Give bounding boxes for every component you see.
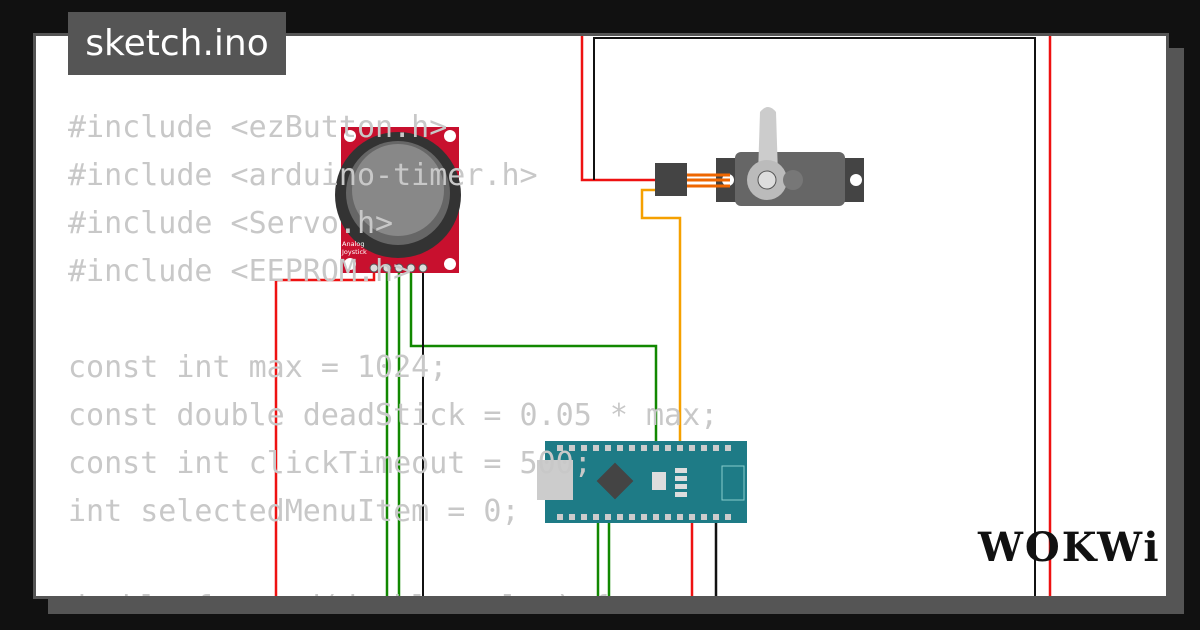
- header-pin: [629, 445, 635, 451]
- joystick-label: Analog Joystick: [342, 240, 367, 256]
- header-pin: [557, 445, 563, 451]
- header-pin: [617, 445, 623, 451]
- header-pin: [677, 514, 683, 520]
- servo-motor: [655, 107, 864, 206]
- header-pin: [581, 514, 587, 520]
- header-pin: [677, 445, 683, 451]
- header-pin: [713, 514, 719, 520]
- wire-red-joystick: [274, 270, 376, 596]
- header-pin: [605, 514, 611, 520]
- header-pin: [701, 445, 707, 451]
- header-pin: [593, 514, 599, 520]
- header-pin: [641, 445, 647, 451]
- header-pin: [617, 514, 623, 520]
- header-pin: [569, 445, 575, 451]
- header-pin: [653, 445, 659, 451]
- sketch-title: sketch.ino: [68, 12, 286, 75]
- wire-red-top: [580, 36, 658, 182]
- header-pin: [605, 445, 611, 451]
- header-pin: [725, 445, 731, 451]
- arduino-nano: [537, 441, 747, 523]
- header-pin: [689, 445, 695, 451]
- header-pin: [629, 514, 635, 520]
- wokwi-logo: WOKWi: [978, 524, 1161, 571]
- header-pin: [641, 514, 647, 520]
- header-pin: [689, 514, 695, 520]
- header-pin: [569, 514, 575, 520]
- header-pin: [725, 514, 731, 520]
- wire-black-top: [593, 37, 1036, 596]
- header-pin: [581, 445, 587, 451]
- header-pin: [557, 514, 563, 520]
- header-pin: [701, 514, 707, 520]
- header-pin: [653, 514, 659, 520]
- wire-orange: [640, 188, 682, 446]
- analog-joystick: [335, 127, 461, 273]
- header-pin: [713, 445, 719, 451]
- header-pin: [665, 514, 671, 520]
- wire-green-3: [409, 270, 658, 446]
- header-pin: [665, 445, 671, 451]
- header-pin: [593, 445, 599, 451]
